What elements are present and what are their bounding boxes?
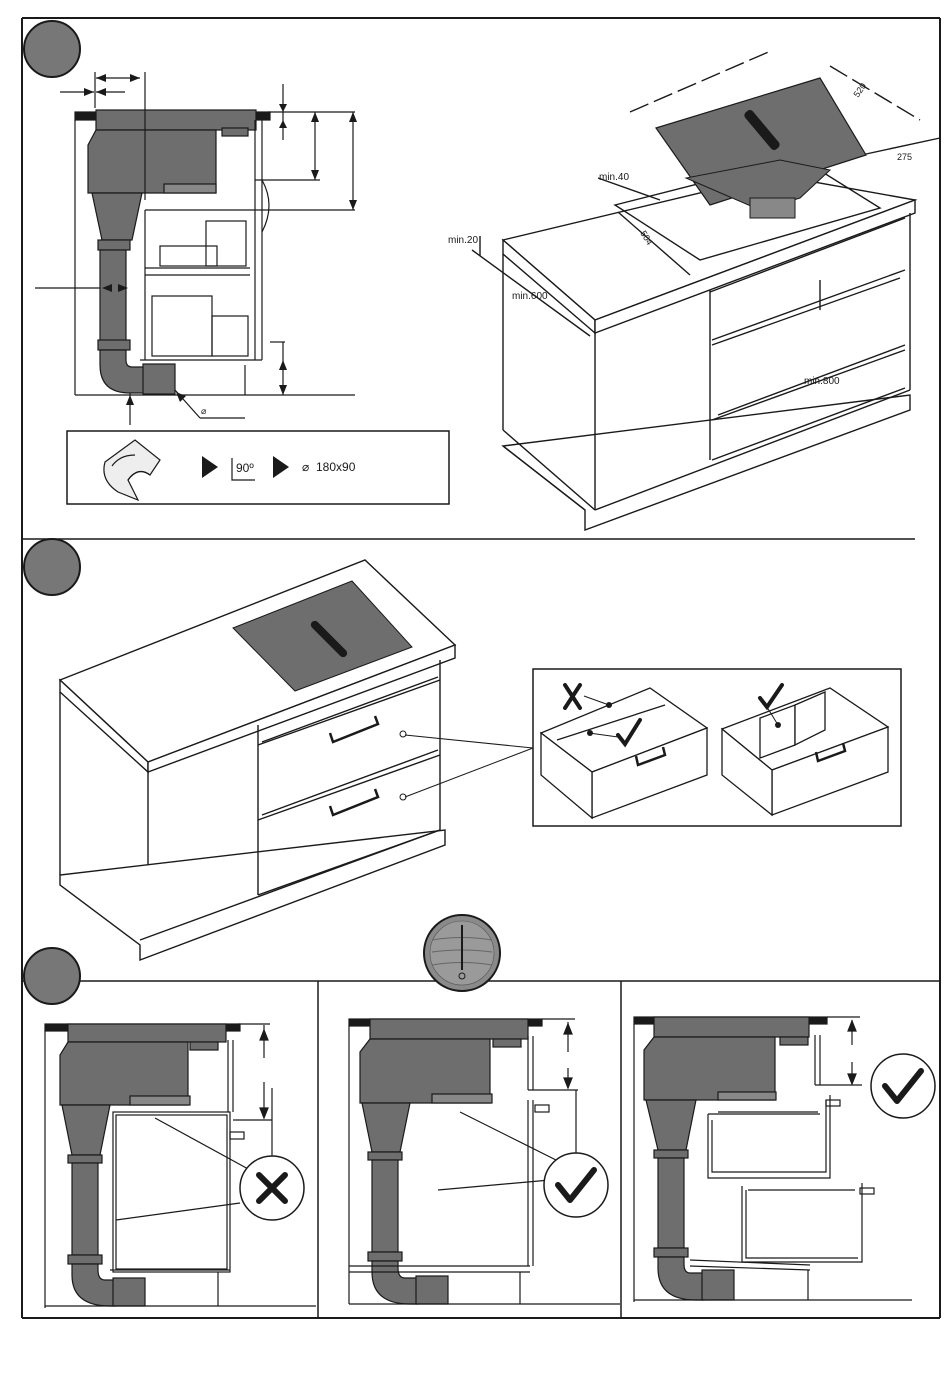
drawer-handles: [330, 716, 378, 815]
dim-min-20: min.20: [448, 235, 478, 246]
drawer-detail-box: [533, 669, 901, 826]
elbow-info-box: 90º ⌀ 180x90: [67, 431, 449, 504]
step-marker-1: [24, 21, 80, 77]
angle-label: 90º: [236, 461, 254, 475]
step-marker-2: [24, 539, 80, 595]
side-section-drawing: [35, 72, 355, 425]
step-marker-3: [24, 948, 80, 1004]
dim-min-600: min.600: [512, 291, 548, 302]
play-arrow-icon: [202, 456, 218, 478]
variant-2-status: [544, 1153, 608, 1217]
dim-min-40: min.40: [599, 172, 629, 183]
drawer-callout-lines: [400, 731, 533, 800]
play-arrow-icon: [273, 456, 289, 478]
duct-symbol: ⌀: [302, 460, 309, 474]
flat-duct-symbol: ⌀: [201, 406, 207, 416]
dim-min-800: min.800: [804, 376, 840, 387]
duct-size-label: 180x90: [316, 460, 356, 474]
dim-width: 520: [851, 81, 868, 99]
variant-1-status: [240, 1156, 304, 1220]
variant-3-status: [871, 1054, 935, 1118]
dim-depth: 275: [897, 152, 912, 162]
level-gauge-icon: [424, 915, 500, 991]
elbow-fitting-icon: [104, 440, 160, 500]
variant-3-drawing: [634, 1017, 912, 1302]
